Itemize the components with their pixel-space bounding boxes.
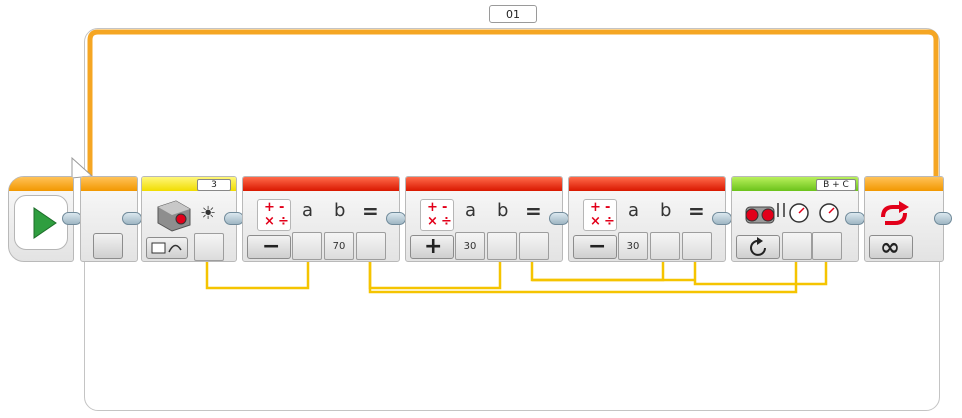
math2-result[interactable]: [519, 232, 549, 260]
math3-result[interactable]: [682, 232, 712, 260]
input-a-label: a: [628, 200, 640, 221]
math1-output-plug: [386, 212, 406, 225]
math-block-2-header: [406, 177, 562, 191]
tank-left-power-slot[interactable]: [782, 232, 812, 260]
sensor-port-label[interactable]: 3: [197, 179, 231, 191]
math-icon: +- ×÷: [257, 199, 291, 231]
math3-input-a[interactable]: 30: [618, 232, 648, 260]
math1-result[interactable]: [356, 232, 386, 260]
start-output-plug: [62, 212, 82, 225]
math-operator-selector[interactable]: +: [410, 234, 454, 259]
sensor-output-slot[interactable]: [194, 233, 224, 261]
math3-input-b[interactable]: [650, 232, 680, 260]
sensor-mode-icon[interactable]: [146, 237, 188, 259]
move-tank-output-plug: [845, 212, 865, 225]
math-block-3-header: [569, 177, 725, 191]
result-label: =: [525, 199, 542, 223]
data-wires: [205, 260, 828, 294]
tank-right-power-slot[interactable]: [812, 232, 842, 260]
math3-output-plug: [712, 212, 732, 225]
loop-name-label[interactable]: 01: [489, 5, 537, 23]
math1-input-a[interactable]: [292, 232, 322, 260]
loop-end-header: [865, 177, 943, 191]
loop-start-output-plug: [122, 212, 142, 225]
loop-mode-selector[interactable]: ∞: [869, 233, 913, 261]
infinity-icon: ∞: [880, 233, 900, 261]
color-sensor-icon: [157, 200, 191, 232]
input-a-label: a: [465, 200, 477, 221]
input-b-label: b: [497, 200, 509, 221]
color-sensor-output-plug: [224, 212, 244, 225]
input-b-label: b: [334, 200, 346, 221]
math-operator-selector[interactable]: −: [247, 234, 291, 259]
loop-end-output-plug: [934, 212, 952, 225]
move-tank-header: B + C: [732, 177, 858, 191]
math-icon: +- ×÷: [420, 199, 454, 231]
math2-input-b[interactable]: [487, 232, 517, 260]
math-operator: −: [262, 234, 281, 259]
color-sensor-header: 3: [142, 177, 236, 191]
result-label: =: [688, 199, 705, 223]
math-operator: −: [588, 234, 607, 259]
input-a-label: a: [302, 200, 314, 221]
loop-start-slot[interactable]: [93, 233, 123, 259]
input-b-label: b: [660, 200, 672, 221]
loop-start-header: [81, 177, 137, 191]
loop-back-icon: [881, 201, 909, 225]
result-label: =: [362, 199, 379, 223]
start-block[interactable]: [8, 176, 74, 262]
left-power-icon: [789, 203, 809, 223]
light-icon: ☀: [200, 203, 217, 224]
loop-end-block[interactable]: ∞: [864, 176, 944, 262]
math-block-3[interactable]: +- ×÷ −: [568, 176, 726, 262]
math-block-1-header: [243, 177, 399, 191]
right-power-icon: [819, 203, 839, 223]
math2-input-a[interactable]: 30: [455, 232, 485, 260]
math-operator: +: [424, 234, 443, 259]
math-icon: +- ×÷: [583, 199, 617, 231]
math1-input-b[interactable]: 70: [324, 232, 354, 260]
play-icon[interactable]: [15, 196, 69, 251]
loop-return-line: [87, 29, 939, 188]
motor-ports-label[interactable]: B + C: [816, 179, 856, 191]
start-header: [9, 177, 73, 191]
on-icon[interactable]: [736, 235, 780, 259]
start-tile: [14, 195, 68, 250]
math-operator-selector[interactable]: −: [573, 234, 617, 259]
tank-motor-icon: [745, 203, 785, 224]
math2-output-plug: [549, 212, 569, 225]
color-sensor-block[interactable]: 3 ☀: [141, 176, 237, 262]
